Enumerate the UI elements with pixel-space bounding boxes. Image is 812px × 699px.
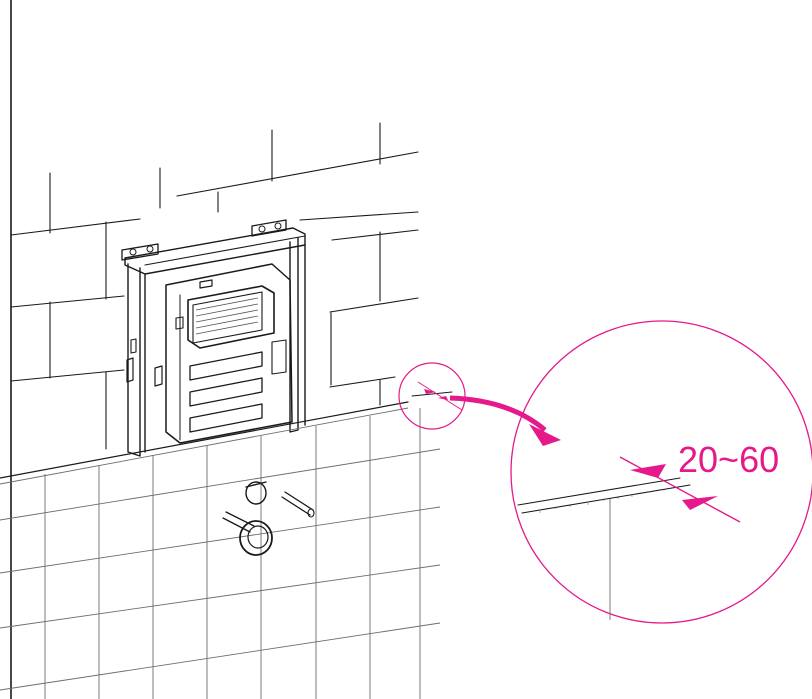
mounting-bolt-icon — [121, 219, 287, 261]
detail-zoom-circle: 20~60 — [510, 320, 812, 624]
dimension-label: 20~60 — [678, 439, 779, 480]
brick-wall — [10, 122, 419, 450]
water-inlet-icon — [245, 481, 315, 518]
concealed-cistern-icon — [165, 263, 293, 444]
waste-pipe-connector-icon — [222, 511, 273, 556]
zoom-arrow — [449, 395, 561, 446]
tiled-wall — [0, 401, 441, 699]
installation-frame — [121, 219, 306, 457]
adhesive-texture — [539, 489, 665, 513]
detail-source-circle — [398, 362, 466, 430]
